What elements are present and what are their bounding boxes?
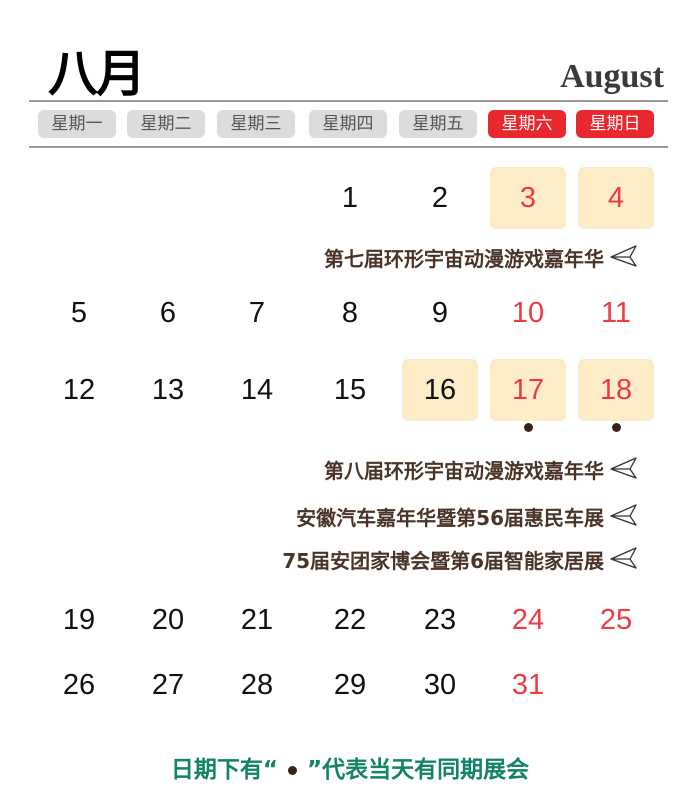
day-cell[interactable]: 27 [151,669,185,701]
weekday-header: 星期五 [399,110,477,138]
event-dot-icon [524,423,533,432]
day-cell[interactable]: 29 [333,669,367,701]
paper-plane-arrow-icon [610,547,637,569]
day-cell[interactable]: 20 [151,604,185,636]
paper-plane-arrow-icon [610,245,637,267]
day-cell[interactable]: 11 [600,297,632,329]
day-cell[interactable]: 6 [159,297,177,329]
legend-note: 日期下有“ ”代表当天有同期展会 [0,750,700,784]
divider [29,146,668,148]
day-cell[interactable]: 25 [599,604,633,636]
day-cell[interactable]: 15 [333,374,367,406]
paper-plane-arrow-icon [610,457,637,479]
day-cell[interactable]: 16 [402,359,478,421]
divider [29,100,668,102]
day-cell[interactable]: 9 [431,297,449,329]
day-cell[interactable]: 8 [341,297,359,329]
day-cell[interactable]: 21 [240,604,274,636]
event-label: 75届安团家博会暨第6届智能家居展 [282,549,604,573]
day-cell[interactable]: 22 [333,604,367,636]
day-cell[interactable]: 14 [240,374,274,406]
day-cell[interactable]: 12 [62,374,96,406]
day-cell[interactable]: 4 [578,167,654,229]
weekday-header: 星期二 [127,110,205,138]
day-cell[interactable]: 19 [62,604,96,636]
day-cell[interactable]: 30 [423,669,457,701]
weekday-header: 星期六 [488,110,566,138]
day-cell[interactable]: 13 [151,374,185,406]
weekday-header: 星期一 [38,110,116,138]
day-cell[interactable]: 28 [240,669,274,701]
dot-icon [288,766,297,775]
event-label: 第七届环形宇宙动漫游戏嘉年华 [324,247,604,271]
paper-plane-arrow-icon [610,504,637,526]
event-label: 安徽汽车嘉年华暨第56届惠民车展 [296,506,604,530]
day-cell[interactable]: 24 [511,604,545,636]
day-cell[interactable]: 23 [423,604,457,636]
weekday-header: 星期日 [576,110,654,138]
note-text-before: 日期下有“ [170,757,278,783]
day-cell[interactable]: 18 [578,359,654,421]
weekday-header: 星期四 [309,110,387,138]
day-cell[interactable]: 5 [70,297,88,329]
event-dot-icon [612,423,621,432]
day-cell[interactable]: 10 [511,297,545,329]
day-cell[interactable]: 17 [490,359,566,421]
day-cell[interactable]: 1 [341,182,359,214]
month-title-en: August [560,58,664,95]
day-cell[interactable]: 2 [431,182,449,214]
day-cell[interactable]: 26 [62,669,96,701]
note-text-after: ”代表当天有同期展会 [307,757,530,783]
event-label: 第八届环形宇宙动漫游戏嘉年华 [324,459,604,483]
weekday-header: 星期三 [217,110,295,138]
day-cell[interactable]: 3 [490,167,566,229]
month-title-cn: 八月 [48,44,146,103]
day-cell[interactable]: 7 [248,297,266,329]
day-cell[interactable]: 31 [511,669,545,701]
